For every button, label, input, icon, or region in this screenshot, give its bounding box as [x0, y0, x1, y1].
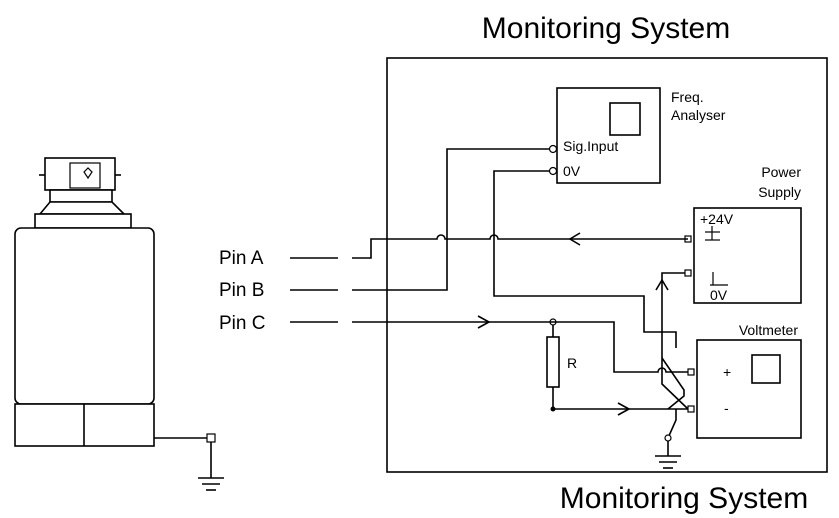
voltmeter-display [751, 354, 781, 384]
voltmeter-label: Voltmeter [739, 322, 798, 338]
wire-pin-c-to-voltmeter-plus [352, 315, 688, 373]
voltmeter-plus-terminal [687, 368, 695, 376]
frequency-analyser: Freq. Analyser Sig.Input 0V [548, 87, 726, 184]
frequency-analyser-screen [609, 102, 641, 136]
voltmeter-minus-label: - [724, 400, 729, 416]
monitoring-system-title-top: Monitoring System [482, 12, 730, 45]
sensor-body [14, 157, 155, 447]
system-ground [655, 409, 681, 469]
hex-nut-top [49, 189, 113, 203]
pin-b-label: Pin B [219, 280, 264, 301]
sig-input-label: Sig.Input [563, 138, 618, 154]
resistor-body [546, 336, 560, 388]
frequency-analyser-label-line2: Analyser [671, 107, 726, 123]
hex-nut-base [34, 213, 132, 229]
plus-24v-label: +24V [700, 211, 734, 227]
bnc-pin-icon [83, 167, 93, 180]
sensor-ground-terminal [206, 433, 216, 443]
hex-nut-taper [38, 201, 126, 215]
freq-zero-v-terminal [548, 166, 558, 176]
sensor-ground [154, 433, 224, 491]
wire-pin-b-to-sig-input [352, 148, 549, 291]
voltmeter-minus-terminal [687, 405, 695, 413]
voltmeter: Voltmeter + - [687, 322, 802, 439]
freq-zero-v-label: 0V [563, 163, 581, 179]
frequency-analyser-label-line1: Freq. [671, 89, 704, 105]
wire-power-zero-v-to-voltmeter-minus [655, 272, 689, 410]
frequency-analyser-box [556, 87, 661, 184]
monitoring-system-title-bottom: Monitoring System [560, 482, 808, 515]
pin-c-label: Pin C [219, 313, 265, 334]
wire-pin-a-to-plus-24v [352, 232, 688, 259]
power-supply: Power Supply +24V 0V [684, 164, 802, 304]
power-supply-box [693, 207, 802, 304]
power-zero-v-terminal [684, 269, 692, 277]
voltmeter-box [696, 339, 802, 439]
system-ground-node [664, 434, 672, 442]
power-zero-v-label: 0V [710, 287, 728, 303]
resistor-label: R [567, 355, 577, 371]
power-supply-label-line1: Power [761, 164, 801, 180]
sensor-housing [14, 227, 155, 405]
wire-freq-zero-v-to-ground [493, 170, 677, 348]
voltmeter-plus-label: + [723, 364, 731, 380]
sig-input-terminal [548, 144, 558, 154]
bnc-inner [69, 162, 101, 189]
wire-resistor-to-voltmeter-minus [553, 402, 688, 416]
power-supply-label-line2: Supply [758, 184, 801, 200]
pin-a-label: Pin A [219, 248, 264, 269]
